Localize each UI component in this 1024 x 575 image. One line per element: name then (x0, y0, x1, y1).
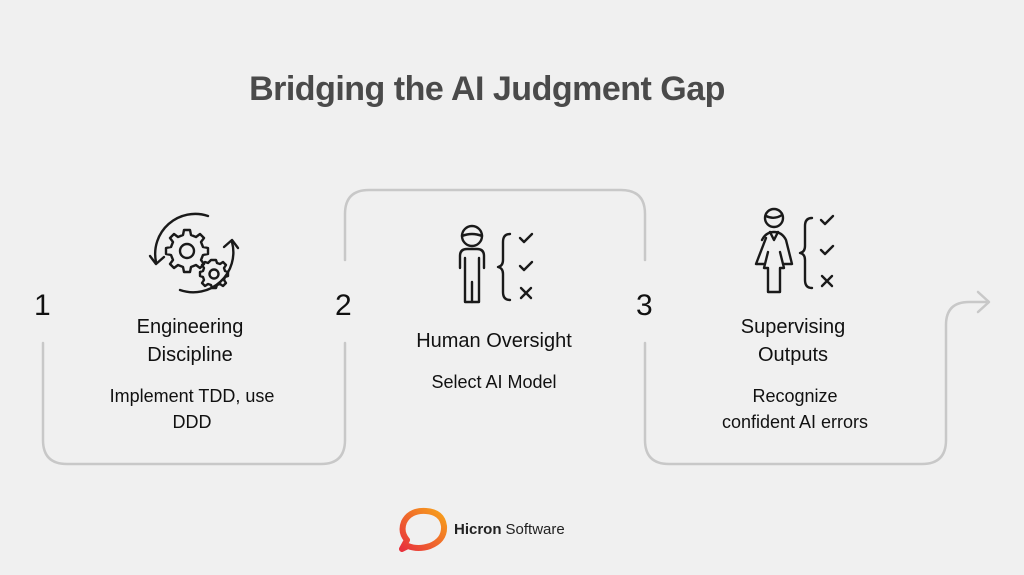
step-2-title: Human Oversight (374, 327, 614, 355)
step-3-title: Supervising Outputs (673, 313, 913, 369)
step-1-desc-line-1: Implement TDD, use (109, 386, 275, 406)
step-number-2: 2 (331, 289, 356, 323)
step-2-desc-line-1: Select AI Model (431, 372, 557, 392)
step-1-title-line-2: Discipline (147, 344, 233, 366)
step-3-description: Recognize confident AI errors (675, 383, 915, 435)
step-2-title-line-1: Human Oversight (416, 330, 572, 352)
step-number-3: 3 (632, 289, 657, 323)
step-3-desc-line-1: Recognize (752, 386, 838, 406)
step-1-title-line-1: Engineering (136, 316, 244, 338)
page-title: Bridging the AI Judgment Gap (249, 70, 725, 108)
step-1-desc-line-2: DDD (172, 412, 212, 432)
step-2-description: Select AI Model (374, 369, 614, 395)
step-number-1: 1 (30, 289, 55, 323)
step-1-description: Implement TDD, use DDD (72, 383, 312, 435)
gears-cycle-icon (148, 212, 240, 294)
step-3-title-line-1: Supervising (740, 316, 846, 338)
step-3-title-line-2: Outputs (757, 344, 829, 366)
person-checklist-icon (458, 224, 534, 304)
step-3-desc-line-2: confident AI errors (721, 412, 869, 432)
step-1-title: Engineering Discipline (70, 313, 310, 369)
arrow-head-icon (976, 290, 991, 314)
hicron-logo-icon (399, 507, 448, 552)
logo-brand-text: Hicron (454, 520, 502, 538)
company-logo: Hicron Software (398, 506, 565, 552)
person-checklist-error-icon (754, 207, 835, 294)
logo-suffix-text: Software (505, 520, 565, 538)
